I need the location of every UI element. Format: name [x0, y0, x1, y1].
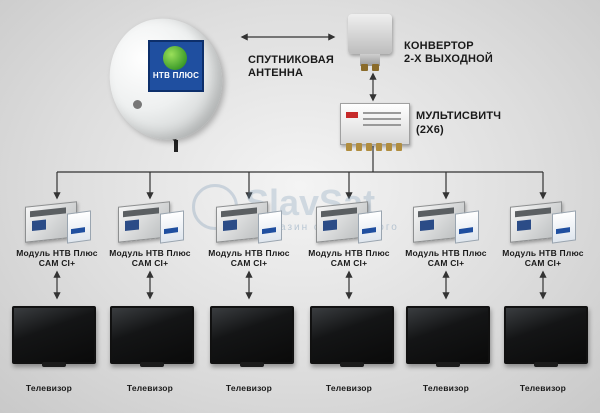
module-label-line2: CAM CI+: [427, 258, 465, 268]
module-label-line1: Модуль НТВ Плюс: [208, 248, 290, 258]
module-label-line2: CAM CI+: [38, 258, 76, 268]
logo-globe-icon: [163, 46, 187, 70]
module-label-line1: Модуль НТВ Плюс: [109, 248, 191, 258]
cam-module-icon: [216, 201, 282, 244]
module-tv-arrows: [53, 270, 547, 300]
multiswitch-brand-mark: [346, 112, 358, 118]
tv-label: Телевизор: [422, 383, 470, 393]
converter-port-icon: [372, 64, 379, 71]
multiswitch-port-icon: [376, 143, 382, 151]
tv-label: Телевизор: [225, 383, 273, 393]
module-label-line1: Модуль НТВ Плюс: [405, 248, 487, 258]
dish-bolt-icon: [133, 100, 142, 109]
module-label-line2: CAM CI+: [330, 258, 368, 268]
multiswitch-icon: [340, 103, 410, 145]
multiswitch-label-line1: МУЛЬТИСВИТЧ: [416, 110, 502, 122]
module-label-line2: CAM CI+: [131, 258, 169, 268]
converter-label-line2: 2-Х ВЫХОДНОЙ: [404, 53, 493, 65]
converter-lnb-icon: [348, 14, 392, 54]
tv-label: Телевизор: [126, 383, 174, 393]
tv-icon: [110, 306, 194, 368]
module-label-line2: CAM CI+: [524, 258, 562, 268]
tv-icon: [406, 306, 490, 368]
tv-label: Телевизор: [25, 383, 73, 393]
module-label-line1: Модуль НТВ Плюс: [502, 248, 584, 258]
module-label-line1: Модуль НТВ Плюс: [308, 248, 390, 258]
ntv-plus-logo: НТВ ПЛЮС: [148, 40, 204, 92]
cam-module-icon: [316, 201, 382, 244]
tv-icon: [504, 306, 588, 368]
tv-icon: [12, 306, 96, 368]
cam-module-icon: [413, 201, 479, 244]
converter-port-icon: [361, 64, 368, 71]
antenna-label-line2: АНТЕННА: [248, 67, 304, 79]
cam-module-icon: [25, 201, 91, 244]
converter-label-line1: КОНВЕРТОР: [404, 40, 474, 52]
tv-icon: [310, 306, 394, 368]
tv-icon: [210, 306, 294, 368]
antenna-label-line1: СПУТНИКОВАЯ: [248, 54, 334, 66]
multiswitch-port-icon: [366, 143, 372, 151]
cam-module-icon: [118, 201, 184, 244]
cam-module-icon: [510, 201, 576, 244]
converter-neck: [360, 54, 380, 66]
tv-label: Телевизор: [325, 383, 373, 393]
multiswitch-port-icon: [396, 143, 402, 151]
multiswitch-port-icon: [386, 143, 392, 151]
logo-text: НТВ ПЛЮС: [152, 71, 200, 80]
module-label-line2: CAM CI+: [230, 258, 268, 268]
tv-label: Телевизор: [519, 383, 567, 393]
multiswitch-port-icon: [346, 143, 352, 151]
multiswitch-port-icon: [356, 143, 362, 151]
multiswitch-label-line2: (2Х6): [416, 124, 444, 136]
module-label-line1: Модуль НТВ Плюс: [16, 248, 98, 258]
branch-drops: [53, 172, 547, 200]
